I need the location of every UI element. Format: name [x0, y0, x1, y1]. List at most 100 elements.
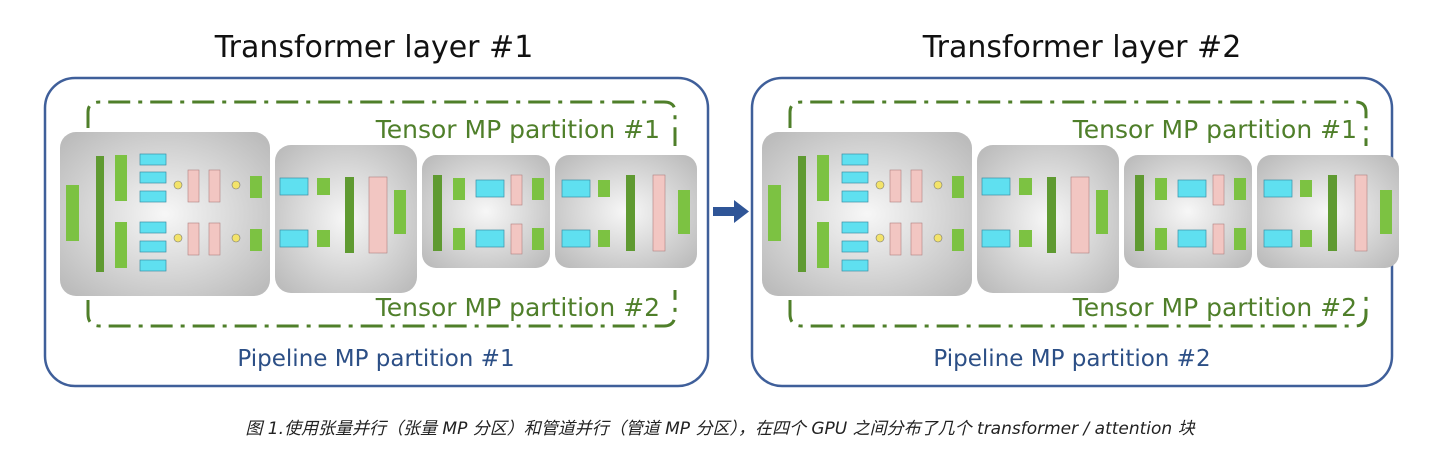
matmul-node — [875, 180, 885, 190]
dropout-block — [1070, 176, 1090, 254]
layer-arrow — [713, 200, 749, 223]
w2-block — [598, 230, 610, 247]
y1-block — [952, 176, 964, 198]
y2-block — [250, 229, 262, 251]
q2-block — [139, 240, 167, 253]
pipeline-partition-box-1 — [43, 76, 710, 388]
v2-block — [139, 259, 167, 272]
k1-block — [139, 190, 167, 203]
x-input-block — [66, 185, 79, 241]
dropout-block — [910, 222, 923, 256]
transformer-layer-2: Tensor MP partition #1 Tensor MP partiti… — [750, 76, 1399, 388]
v1-block — [139, 153, 167, 166]
tensor-partition-label-2a: Tensor MP partition #1 — [1072, 115, 1357, 144]
v2-output-block — [1234, 228, 1246, 250]
x-block-top — [115, 155, 127, 201]
pipeline-partition-label-2: Pipeline MP partition #2 — [933, 346, 1210, 372]
v1b1-block — [1263, 179, 1293, 198]
layer-title-1: Transformer layer #1 — [214, 30, 534, 65]
w-output-block — [1380, 190, 1392, 234]
softmax-block — [187, 169, 200, 203]
tensor-partition-top-1 — [86, 100, 677, 146]
parallelism-diagram: Tensor MP partition #1 Tensor MP partiti… — [43, 76, 1399, 388]
tensor-partition-label-2b: Tensor MP partition #2 — [1072, 293, 1357, 322]
gelu-block — [510, 223, 523, 255]
softmax-block — [889, 222, 902, 256]
figure-caption: 图 1.使用张量并行（张量 MP 分区）和管道并行（管道 MP 分区），在四个 … — [245, 419, 1195, 439]
matmul-node — [173, 180, 183, 190]
y1b1-block — [279, 177, 309, 196]
za2-block — [1177, 229, 1207, 248]
w2-block — [1300, 230, 1312, 247]
z1-block — [317, 178, 330, 195]
dropout-block — [368, 176, 388, 254]
z-block — [453, 228, 465, 250]
matmul-node — [933, 233, 943, 243]
v1-output-block — [532, 178, 544, 200]
gelu-block — [510, 174, 523, 206]
q1-block — [841, 171, 869, 184]
y2b2-block — [981, 229, 1011, 248]
mlp-split-bar — [1135, 175, 1144, 251]
matmul-node — [231, 233, 241, 243]
q2-block — [841, 240, 869, 253]
v1-output-block — [1234, 178, 1246, 200]
mlp-split-bar — [433, 175, 442, 251]
matmul-node — [933, 180, 943, 190]
y2-block — [952, 229, 964, 251]
v2b2-block — [561, 229, 591, 248]
matmul-node — [231, 180, 241, 190]
tensor-partition-label-1a: Tensor MP partition #1 — [375, 115, 660, 144]
gelu-block — [1212, 174, 1225, 206]
allreduce-bar — [1328, 175, 1337, 251]
tensor-partition-top-2 — [788, 100, 1368, 146]
za1-block — [1177, 179, 1207, 198]
y1-block — [250, 176, 262, 198]
matmul-node — [875, 233, 885, 243]
k2-block — [139, 221, 167, 234]
z-block — [453, 178, 465, 200]
v1b1-block — [561, 179, 591, 198]
y2b2-block — [279, 229, 309, 248]
tensor-partition-bottom-2 — [788, 290, 1368, 328]
x-block-bottom — [115, 222, 127, 268]
layer-title-2: Transformer layer #2 — [922, 30, 1242, 65]
allreduce-bar — [626, 175, 635, 251]
v2-block — [841, 259, 869, 272]
za1-block — [475, 179, 505, 198]
w1-block — [598, 180, 610, 197]
v2-output-block — [532, 228, 544, 250]
za2-block — [475, 229, 505, 248]
v2b2-block — [1263, 229, 1293, 248]
z-output-block — [1096, 190, 1108, 234]
q1-block — [139, 171, 167, 184]
split-bar — [96, 156, 104, 272]
dropout-block — [208, 169, 221, 203]
gelu-block — [1212, 223, 1225, 255]
allreduce-bar — [1047, 177, 1056, 253]
dropout-block — [208, 222, 221, 256]
x-input-block — [768, 185, 781, 241]
z-block — [1155, 178, 1167, 200]
z-block — [1155, 228, 1167, 250]
dropout-block — [652, 174, 666, 252]
transformer-layer-1: Tensor MP partition #1 Tensor MP partiti… — [43, 76, 710, 388]
z2-block — [317, 230, 330, 247]
dropout-block — [910, 169, 923, 203]
softmax-block — [187, 222, 200, 256]
arrow-head — [734, 200, 749, 223]
z2-block — [1019, 230, 1032, 247]
y1b1-block — [981, 177, 1011, 196]
x-block-bottom — [817, 222, 829, 268]
pipeline-partition-label-1: Pipeline MP partition #1 — [237, 346, 514, 372]
matmul-node — [173, 233, 183, 243]
v1-block — [841, 153, 869, 166]
tensor-partition-bottom-1 — [86, 290, 677, 328]
w1-block — [1300, 180, 1312, 197]
split-bar — [798, 156, 806, 272]
dropout-block — [1354, 174, 1368, 252]
arrow-shaft — [713, 207, 735, 216]
z-output-block — [394, 190, 406, 234]
k2-block — [841, 221, 869, 234]
transformer-block-1 — [60, 132, 697, 296]
